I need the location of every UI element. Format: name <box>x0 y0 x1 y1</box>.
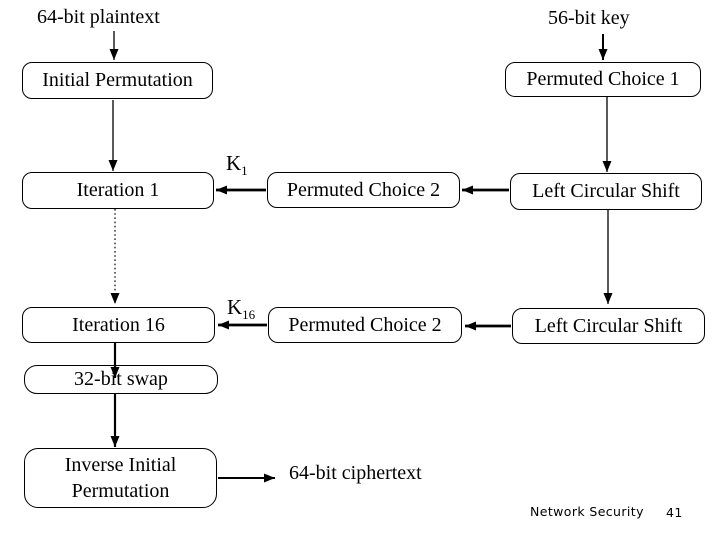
inverse-initial-permutation-line1: Inverse Initial <box>64 454 177 476</box>
k16-subscript: 16 <box>242 307 256 322</box>
left-circular-shift-bottom-box: Left Circular Shift <box>512 308 705 344</box>
permuted-choice-2-top-box: Permuted Choice 2 <box>267 172 460 208</box>
k1-subscript: 1 <box>241 163 248 178</box>
footer-page-number: 41 <box>666 505 683 520</box>
left-circular-shift-top-box: Left Circular Shift <box>510 173 702 210</box>
k1-label: K1 <box>226 151 248 178</box>
k16-label: K16 <box>227 295 256 322</box>
inverse-initial-permutation-box: Inverse Initial Permutation <box>24 448 217 508</box>
initial-permutation-box: Initial Permutation <box>22 62 213 99</box>
key-label: 56-bit key <box>548 7 630 29</box>
footer-course-title: Network Security <box>530 504 644 519</box>
ciphertext-label: 64-bit ciphertext <box>289 462 422 484</box>
plaintext-label: 64-bit plaintext <box>37 6 160 28</box>
32-bit-swap-box: 32-bit swap <box>24 365 218 394</box>
inverse-initial-permutation-line2: Permutation <box>71 480 170 502</box>
k16-base: K <box>227 295 243 319</box>
k1-base: K <box>226 151 242 175</box>
iteration-1-box: Iteration 1 <box>22 172 214 209</box>
iteration-16-box: Iteration 16 <box>22 307 215 343</box>
permuted-choice-1-box: Permuted Choice 1 <box>505 62 701 97</box>
permuted-choice-2-bottom-box: Permuted Choice 2 <box>268 307 462 343</box>
